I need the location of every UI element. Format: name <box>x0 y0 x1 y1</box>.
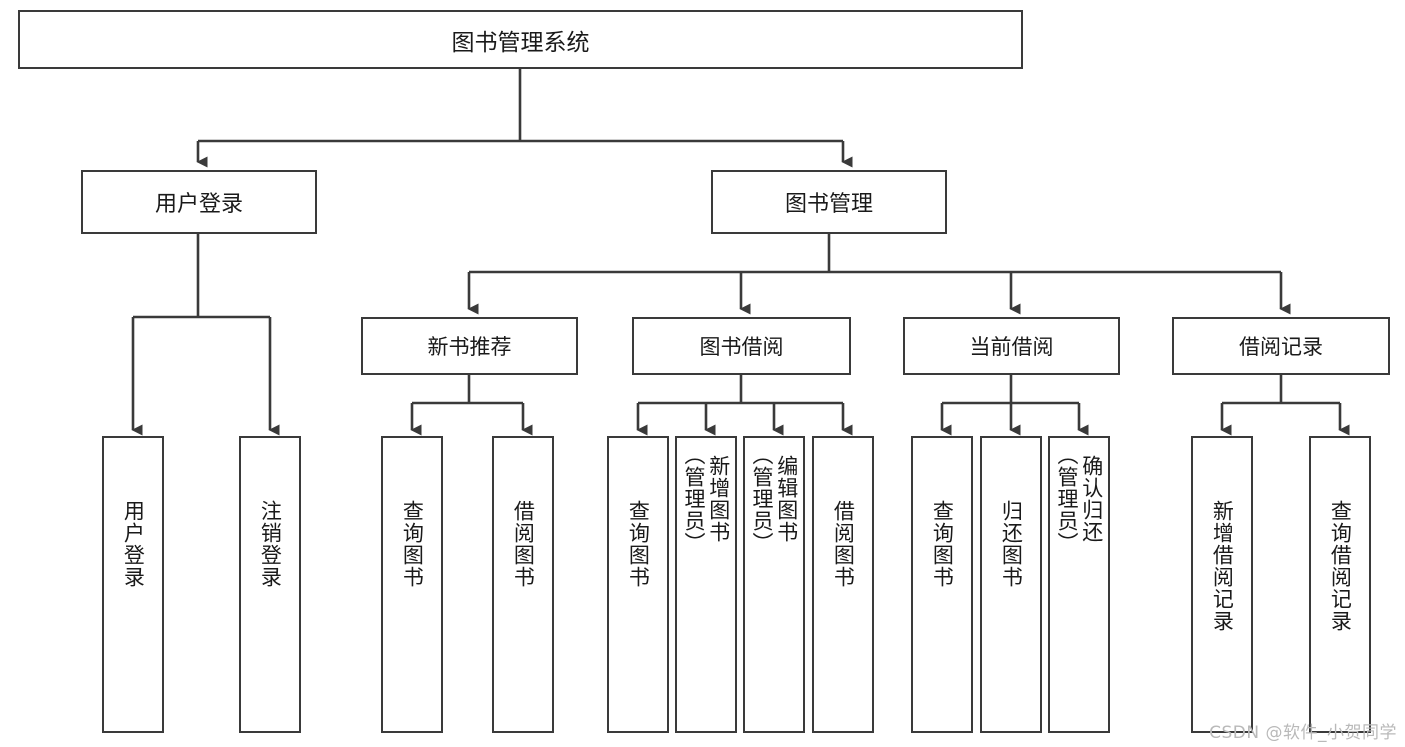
node-borrow-record[interactable]: 借阅记录 <box>1172 317 1390 375</box>
leaf-bb-edit-book[interactable]: 编辑图书 （管理员） <box>743 436 805 733</box>
node-root-label: 图书管理系统 <box>451 29 590 56</box>
node-book-borrow[interactable]: 图书借阅 <box>632 317 851 375</box>
leaf-nb-query-book-label: 查询图书 <box>400 500 425 588</box>
leaf-cb-return-book-label: 归还图书 <box>999 500 1024 588</box>
leaf-bb-add-book-label: 新增图书 （管理员） <box>682 444 731 554</box>
leaf-bb-edit-book-label: 编辑图书 （管理员） <box>750 444 799 554</box>
node-book-manage[interactable]: 图书管理 <box>711 170 947 234</box>
leaf-br-query-record[interactable]: 查询借阅记录 <box>1309 436 1371 733</box>
leaf-cb-confirm-return[interactable]: 确认归还 （管理员） <box>1048 436 1110 733</box>
node-book-borrow-label: 图书借阅 <box>699 335 784 359</box>
leaf-cb-confirm-return-label: 确认归还 （管理员） <box>1055 444 1104 554</box>
leaf-bb-borrow-book[interactable]: 借阅图书 <box>812 436 874 733</box>
leaf-logout-label: 注销登录 <box>258 500 283 588</box>
leaf-bb-add-book[interactable]: 新增图书 （管理员） <box>675 436 737 733</box>
leaf-bb-query-book-label: 查询图书 <box>626 500 651 588</box>
leaf-cb-query-book[interactable]: 查询图书 <box>911 436 973 733</box>
leaf-bb-query-book[interactable]: 查询图书 <box>607 436 669 733</box>
node-new-book-recommend-label: 新书推荐 <box>427 335 512 359</box>
node-user-login[interactable]: 用户登录 <box>81 170 317 234</box>
leaf-user-login-label: 用户登录 <box>121 500 146 588</box>
leaf-nb-borrow-book-label: 借阅图书 <box>511 500 536 588</box>
node-borrow-record-label: 借阅记录 <box>1239 335 1323 359</box>
leaf-bb-borrow-book-label: 借阅图书 <box>831 500 856 588</box>
leaf-nb-query-book[interactable]: 查询图书 <box>381 436 443 733</box>
leaf-cb-query-book-label: 查询图书 <box>930 500 955 588</box>
node-root[interactable]: 图书管理系统 <box>18 10 1023 69</box>
node-book-manage-label: 图书管理 <box>784 192 873 217</box>
node-new-book-recommend[interactable]: 新书推荐 <box>361 317 578 375</box>
node-current-borrow-label: 当前借阅 <box>969 335 1054 359</box>
node-current-borrow[interactable]: 当前借阅 <box>903 317 1120 375</box>
leaf-br-add-record-label: 新增借阅记录 <box>1210 500 1235 632</box>
node-user-login-label: 用户登录 <box>154 192 243 217</box>
watermark: CSDN @软件_小贺同学 <box>1209 723 1397 743</box>
leaf-br-query-record-label: 查询借阅记录 <box>1328 500 1353 632</box>
leaf-br-add-record[interactable]: 新增借阅记录 <box>1191 436 1253 733</box>
leaf-logout[interactable]: 注销登录 <box>239 436 301 733</box>
leaf-cb-return-book[interactable]: 归还图书 <box>980 436 1042 733</box>
leaf-user-login[interactable]: 用户登录 <box>102 436 164 733</box>
leaf-nb-borrow-book[interactable]: 借阅图书 <box>492 436 554 733</box>
